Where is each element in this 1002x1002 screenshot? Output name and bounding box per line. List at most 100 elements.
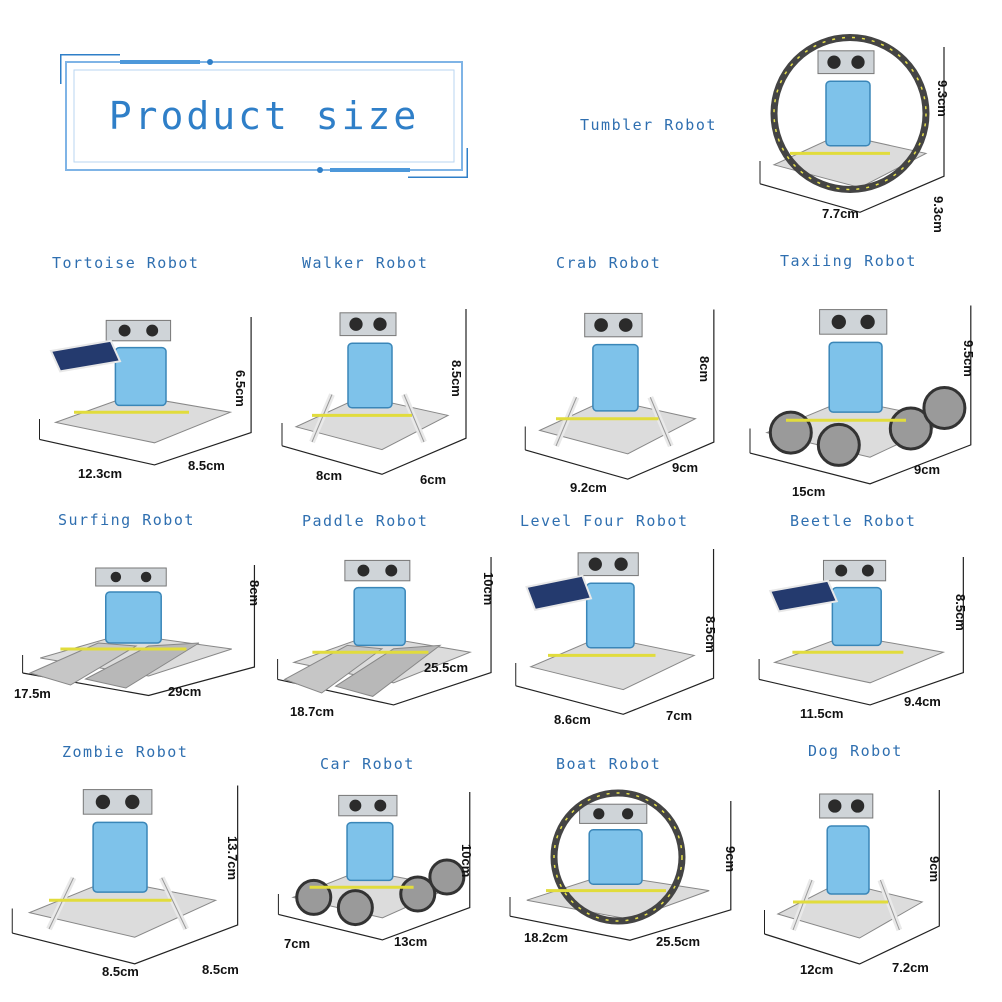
robot-image-crab (515, 290, 720, 485)
robot-name-boat: Boat Robot (556, 755, 662, 773)
eye-icon (385, 564, 398, 577)
robot-illustration-zombie (11, 785, 239, 965)
gearbox-icon (826, 825, 870, 895)
dimension-lines (278, 792, 471, 941)
dim-tortoise-width: 12.3cm (78, 466, 123, 481)
robot-name-tumbler: Tumbler Robot (580, 116, 717, 134)
dim-car-width: 7cm (284, 936, 311, 951)
dim-car-depth: 13cm (394, 934, 428, 949)
robot-illustration-beetle (758, 557, 964, 706)
robot-head-icon (819, 793, 874, 819)
eye-icon (827, 55, 841, 69)
leg-outline (48, 877, 74, 930)
wheel-icon (399, 875, 437, 913)
dimension-lines (12, 785, 239, 965)
wheel-icon (768, 410, 813, 455)
robot-image-walker (272, 290, 472, 480)
dimension-lines (758, 557, 964, 706)
eye-icon (593, 808, 605, 820)
gearbox-icon (353, 586, 406, 647)
robot-illustration-paddle (277, 557, 492, 706)
dim-zombie-height: 13.7cm (225, 836, 240, 881)
robot-head-icon (822, 559, 887, 582)
dim-dog-width: 12cm (800, 962, 834, 977)
dim-walker-depth: 6cm (420, 472, 447, 487)
leg-outline (311, 394, 333, 443)
dim-surfing-width: 17.5m (14, 686, 51, 701)
robot-image-level-four (505, 530, 720, 720)
robot-name-car: Car Robot (320, 755, 415, 773)
solar-panel-icon (768, 579, 839, 613)
dim-dog-height: 9cm (927, 856, 942, 883)
page-title: Product size (108, 94, 420, 138)
robot-image-tumbler (750, 28, 950, 218)
eye-icon (828, 799, 842, 813)
solar-panel-icon (525, 574, 593, 611)
eye-icon (349, 799, 362, 812)
leg-outline (555, 397, 577, 447)
gearbox-icon (831, 586, 882, 647)
robot-head-icon (819, 309, 888, 335)
eye-icon (125, 794, 140, 810)
robot-name-crab: Crab Robot (556, 254, 662, 272)
robot-image-paddle (266, 540, 498, 710)
robot-image-taxiing (738, 285, 978, 490)
robot-name-walker: Walker Robot (302, 254, 429, 272)
eye-icon (357, 564, 370, 577)
eye-icon (118, 324, 131, 337)
wheel-tread-icon (773, 36, 927, 191)
dim-tumbler-width: 7.7cm (822, 206, 859, 221)
dim-car-height: 10cm (459, 844, 474, 878)
eye-icon (831, 314, 846, 330)
dim-taxiing-depth: 9cm (914, 462, 941, 477)
eye-icon (851, 55, 865, 69)
dim-paddle-width: 18.7cm (290, 704, 335, 719)
eye-icon (140, 571, 152, 583)
dim-paddle-depth: 25.5cm (424, 660, 469, 675)
dim-zombie-depth: 8.5cm (202, 962, 239, 977)
robot-image-car (268, 775, 476, 945)
dim-boat-depth: 25.5cm (656, 934, 701, 949)
robot-name-level-four: Level Four Robot (520, 512, 689, 530)
dim-level-four-height: 8.5cm (703, 616, 718, 653)
eye-icon (349, 317, 363, 331)
eye-icon (861, 564, 874, 577)
float-icon (283, 644, 384, 694)
base-plate (526, 874, 710, 920)
gearbox-icon (585, 582, 635, 649)
eye-icon (850, 799, 865, 813)
leg-outline (403, 394, 425, 443)
base-plate (772, 133, 928, 189)
title-frame: Product size (60, 54, 468, 178)
gearbox-icon (346, 821, 394, 882)
dim-beetle-width: 11.5cm (800, 706, 844, 721)
robot-name-taxiing: Taxiing Robot (780, 252, 917, 270)
eye-icon (110, 571, 122, 583)
dim-level-four-width: 8.6cm (554, 712, 591, 727)
eye-icon (374, 799, 387, 812)
robot-image-tortoise (28, 300, 258, 470)
dim-crab-height: 8cm (697, 356, 712, 383)
robot-head-icon (577, 552, 639, 577)
dim-boat-height: 9cm (723, 846, 738, 873)
robot-image-surfing (10, 550, 262, 700)
robot-head-icon (584, 312, 643, 338)
dim-zombie-width: 8.5cm (102, 964, 139, 979)
dim-crab-width: 9.2cm (570, 480, 607, 495)
robot-name-surfing: Surfing Robot (58, 511, 195, 529)
wheel-tread-icon (553, 792, 683, 922)
dim-beetle-depth: 9.4cm (904, 694, 941, 709)
robot-head-icon (105, 319, 172, 342)
tech-frame-icon (60, 54, 468, 178)
robot-illustration-level-four (515, 549, 715, 715)
dimension-lines (277, 557, 492, 706)
dim-boat-width: 18.2cm (524, 930, 569, 945)
base-plate (53, 394, 233, 444)
dimension-lines (749, 305, 972, 485)
dim-tumbler-height: 9.3cm (935, 80, 950, 117)
eye-icon (860, 314, 875, 330)
robot-head-icon (579, 803, 648, 824)
dim-taxiing-width: 15cm (792, 484, 826, 499)
dim-tortoise-depth: 8.5cm (188, 458, 225, 473)
base-plate (772, 634, 946, 684)
